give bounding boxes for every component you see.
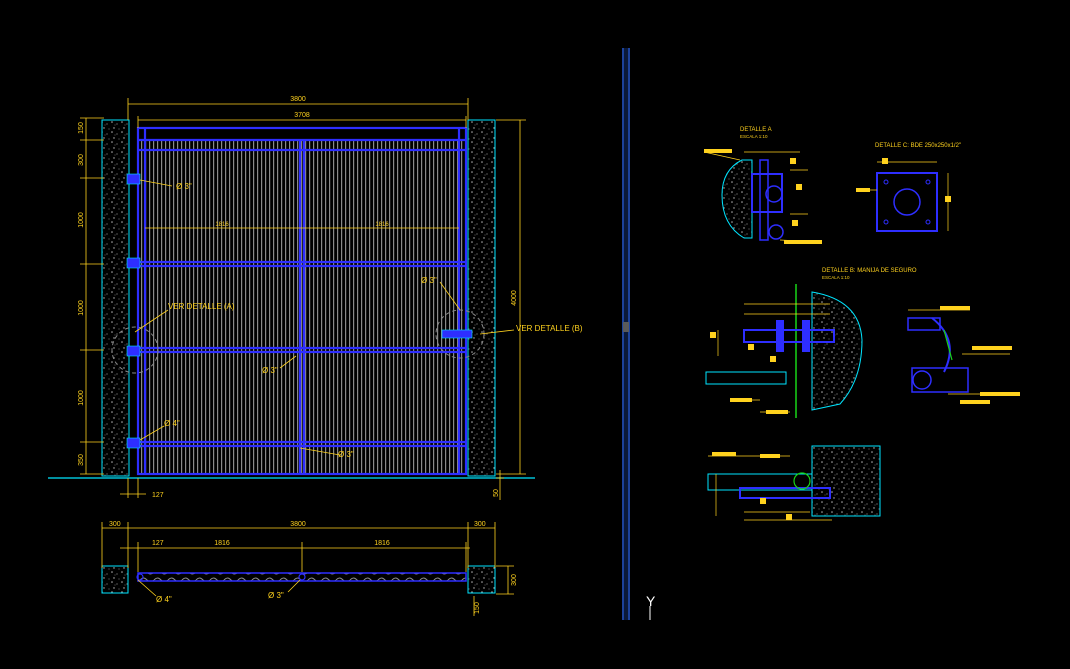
right-dimension — [496, 119, 526, 475]
dim-300: 300 — [78, 154, 85, 166]
detail-b: DETALLE B: MANIJA DE SEGURO ESCALA 1:10 — [705, 268, 1020, 418]
plan-dim-overall: 3800 — [290, 521, 306, 528]
ucs-icon: Y — [646, 593, 656, 620]
hinges — [126, 173, 473, 449]
viewport-separator[interactable] — [622, 48, 630, 620]
dim-1000-c: 1000 — [78, 390, 85, 406]
left-dimensions — [80, 117, 104, 475]
dim-350: 350 — [78, 454, 85, 466]
plan-dim-depth-300: 300 — [511, 574, 518, 586]
dim-1000-a: 1000 — [78, 212, 85, 228]
plan-dim-right-300: 300 — [474, 521, 486, 528]
label-d3-top: Ø 3" — [176, 182, 192, 191]
plan-dim-127: 127 — [152, 540, 164, 547]
ucs-y-label: Y — [646, 593, 656, 609]
detail-a-scale: ESCALA 1:10 — [740, 134, 768, 139]
detail-c: DETALLE C: BDE 250x250x1/2" — [856, 143, 961, 232]
dim-panel-left: 1816 — [215, 222, 229, 228]
label-d3-center: Ø 3" — [262, 366, 278, 375]
detail-c-title: DETALLE C: BDE 250x250x1/2" — [875, 143, 961, 149]
dim-150: 150 — [78, 122, 85, 134]
dim-127-elev: 127 — [152, 492, 164, 499]
plan-dim-1816-a: 1816 — [214, 540, 230, 547]
top-dimensions — [127, 98, 469, 229]
dim-overall-width: 3800 — [290, 96, 306, 103]
plan-gate-leaf — [137, 572, 467, 582]
gate-plan-view: 300 3800 300 127 1816 1816 300 150 Ø 4" … — [101, 521, 518, 616]
right-column — [467, 119, 496, 477]
plan-dim-depth-150: 150 — [474, 602, 481, 614]
dim-1000-b: 1000 — [78, 300, 85, 316]
dim-height-total: 4000 — [511, 290, 518, 306]
detail-b-title: DETALLE B: MANIJA DE SEGURO — [822, 268, 917, 274]
plan-label-d4: Ø 4" — [156, 595, 172, 604]
detail-a-circle[interactable] — [111, 326, 159, 374]
dim-50-elev: 50 — [493, 489, 500, 497]
detail-b-scale: ESCALA 1:10 — [822, 275, 850, 280]
detail-latch — [707, 445, 881, 521]
label-d4: Ø 4" — [164, 419, 180, 428]
plan-label-d3: Ø 3" — [268, 591, 284, 600]
detail-a: DETALLE A ESCALA 1:10 — [703, 127, 822, 244]
plan-dim-left-300: 300 — [109, 521, 121, 528]
plan-dim-1816-b: 1816 — [374, 540, 390, 547]
left-column — [101, 119, 130, 477]
plan-right-column — [467, 565, 496, 594]
dim-inner-width: 3708 — [294, 112, 310, 119]
label-d3-bottom: Ø 3" — [338, 450, 354, 459]
label-detail-b[interactable]: VER DETALLE (B) — [516, 324, 583, 333]
label-d3-right: Ø 3" — [421, 276, 437, 285]
dim-panel-right: 1816 — [375, 222, 389, 228]
gate-frame — [136, 126, 468, 476]
gate-elevation: 3800 3708 1816 1816 150 300 1000 1000 10… — [48, 96, 583, 500]
detail-a-title: DETALLE A — [740, 127, 772, 133]
label-detail-a[interactable]: VER DETALLE (A) — [168, 302, 235, 311]
gate-infill — [138, 140, 466, 474]
plan-left-column — [101, 565, 129, 594]
